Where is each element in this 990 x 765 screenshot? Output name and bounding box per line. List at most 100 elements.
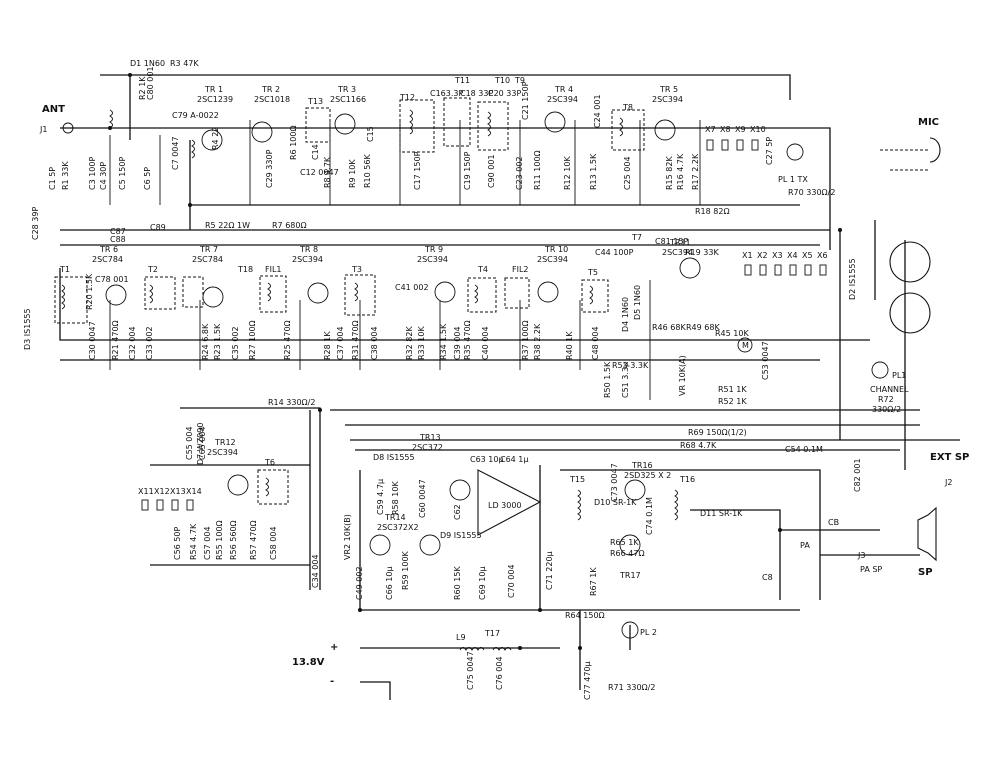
sp-label: SP <box>918 567 933 578</box>
j1-label: J1 <box>39 125 47 134</box>
component-c18-label: C18 33P <box>460 89 493 98</box>
r14-label: R14 330Ω/2 <box>268 398 315 407</box>
component-r21-label: R21 470Ω <box>111 320 120 360</box>
r71-label: R71 330Ω/2 <box>608 683 655 692</box>
component-c57-label: C57 004 <box>203 526 212 560</box>
component-c49-label: C49 002 <box>355 566 364 600</box>
component-r24-label: R24 6.8K <box>201 323 210 360</box>
component-c63-label: C63 10µ <box>470 455 504 464</box>
component-r23-label: R23 1.5K <box>213 323 222 360</box>
component-c75-label: C75 0047 <box>466 651 475 690</box>
transformer-t13: T13 <box>307 97 323 106</box>
wiring <box>59 74 960 700</box>
component-d4-label: D4 1N60 <box>621 297 630 332</box>
d3-label: D3 IS1555 <box>23 308 32 350</box>
transistor-tr11-part: 2SC394 <box>662 248 693 257</box>
component-c81-label: C81 15P <box>655 237 688 246</box>
r70-label: R70 330Ω/2 <box>788 188 835 197</box>
r72-value: 330Ω/2 <box>872 405 901 414</box>
component-c71-label: C71 220µ <box>545 551 554 590</box>
transformer-t3: T3 <box>351 265 362 274</box>
transistor-tr12-part: 2SC394 <box>207 448 238 457</box>
component-r54-label: R54 4.7K <box>189 523 198 560</box>
transistor-tr1-part: 2SC1239 <box>197 95 233 104</box>
ext-sp-label: EXT SP <box>930 452 969 463</box>
component-c48-label: C48 004 <box>591 326 600 360</box>
transistor-tr4-name: TR 4 <box>554 85 573 94</box>
component-c74-label: C74 0.1M <box>645 497 654 535</box>
transformer-t9: T9 <box>514 76 525 85</box>
transformer-t7: T7 <box>631 233 642 242</box>
transistor-tr17-name: TR17 <box>619 571 641 580</box>
component-c69-label: C69 10µ <box>478 566 487 600</box>
transistor-tr6-part: 2SC784 <box>92 255 123 264</box>
cb-label: CB <box>828 518 839 527</box>
component-c17-label: C17 150P <box>413 151 422 190</box>
j3-label: J3 <box>857 551 865 560</box>
minus-label: - <box>330 676 334 687</box>
component-r1-label: R1 33K <box>61 161 70 190</box>
c54-label: C54 0.1M <box>785 445 823 454</box>
transformer-t6: T6 <box>264 458 275 467</box>
component-c35-label: C35 002 <box>231 326 240 360</box>
r72-label: R72 <box>878 395 894 404</box>
component-c24-label: C24 001 <box>593 94 602 128</box>
component-c79-label: C79 A-0022 <box>172 111 219 120</box>
transformer-t2: T2 <box>147 265 158 274</box>
transistor-tr9-name: TR 9 <box>424 245 443 254</box>
transformer-t12: T12 <box>399 93 415 102</box>
component-c39-label: C39 004 <box>453 326 462 360</box>
component-c15-label: C15 <box>366 126 375 142</box>
component-c14-label: C14 <box>311 144 320 160</box>
pl1-tx-label: PL 1 TX <box>778 175 808 184</box>
transformer-fil1: FIL1 <box>265 265 282 274</box>
component-c44-label: C44 100P <box>595 248 634 257</box>
r7-label: R7 680Ω <box>272 221 307 230</box>
component-r56-label: R56 560Ω <box>229 520 238 560</box>
component-r4-label: R4 22 <box>211 127 220 150</box>
component-r35-label: R35 470Ω <box>463 320 472 360</box>
transistor-tr7-part: 2SC784 <box>192 255 223 264</box>
component-c20-label: C20 33P <box>488 89 521 98</box>
crystal-x11: X11 <box>138 487 154 496</box>
r64-label: R64 150Ω <box>565 611 605 620</box>
component-c80-label: C80 001 <box>146 66 155 100</box>
d2-label: D2 IS1555 <box>848 258 857 300</box>
crystal-x14: X14 <box>186 487 202 496</box>
crystal-x2: X2 <box>757 251 768 260</box>
component-c12-label: C12 0047 <box>300 168 339 177</box>
crystal-x3: X3 <box>772 251 783 260</box>
component-r16-label: R16 4.7K <box>676 153 685 190</box>
component-r28-label: R28 1K <box>323 331 332 360</box>
component-r8-label: R8 4.7K <box>323 156 332 188</box>
component-d11-label: D11 SR-1K <box>700 509 743 518</box>
component-r10-label: R10 56K <box>363 154 372 188</box>
component-r17-label: R17 2.2K <box>691 153 700 190</box>
transformer-t10: T10 <box>494 76 510 85</box>
component-r46-label: R46 68K <box>652 323 686 332</box>
transformer-t11: T11 <box>454 76 470 85</box>
component-c32-label: C32 004 <box>128 326 137 360</box>
component-c16-label: C163.3P <box>430 89 463 98</box>
transistor-tr14-part: 2SC372X2 <box>377 523 419 532</box>
component-l9-label: L9 <box>456 633 466 642</box>
crystal-x9: X9 <box>735 125 746 134</box>
major-labels: ANT J1 MIC EXT SP J2 SP PA J3 PA SP CB 1… <box>23 59 969 692</box>
component-c8-label: C8 <box>762 573 773 582</box>
amplifier-ic <box>477 469 542 536</box>
component-c21-label: C21 150P <box>521 81 530 120</box>
component-r34-label: R34 1.5K <box>439 323 448 360</box>
component-c37-label: C37 004 <box>336 326 345 360</box>
component-r25-label: R25 470Ω <box>283 320 292 360</box>
r18-label: R18 82Ω <box>695 207 730 216</box>
crystal-x1: X1 <box>742 251 753 260</box>
component-c77-label: C77 470µ <box>583 661 592 700</box>
component-c19-label: C19 150P <box>463 151 472 190</box>
component-r15-label: R15 82K <box>665 156 674 190</box>
ic-label: LD 3000 <box>488 501 522 510</box>
transformer-t18: T18 <box>237 265 253 274</box>
component-r20-label: R20 1.5K <box>85 273 94 310</box>
component-c66-label: C66 10µ <box>385 566 394 600</box>
